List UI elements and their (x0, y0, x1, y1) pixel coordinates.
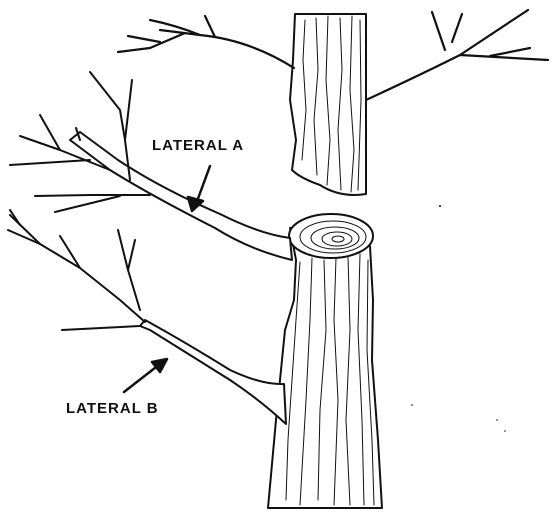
upper-right-branch (366, 10, 548, 100)
lateral-a-label: LATERAL A (152, 137, 244, 154)
print-specks (411, 205, 506, 432)
lateral-b-branch (140, 320, 286, 424)
main-trunk (268, 228, 382, 508)
arrow-lateral-a (188, 166, 210, 211)
lateral-b-twigs (8, 210, 145, 330)
upper-left-branch (118, 16, 294, 68)
arrow-lateral-b (124, 359, 167, 392)
lateral-b-label: LATERAL B (66, 400, 159, 417)
